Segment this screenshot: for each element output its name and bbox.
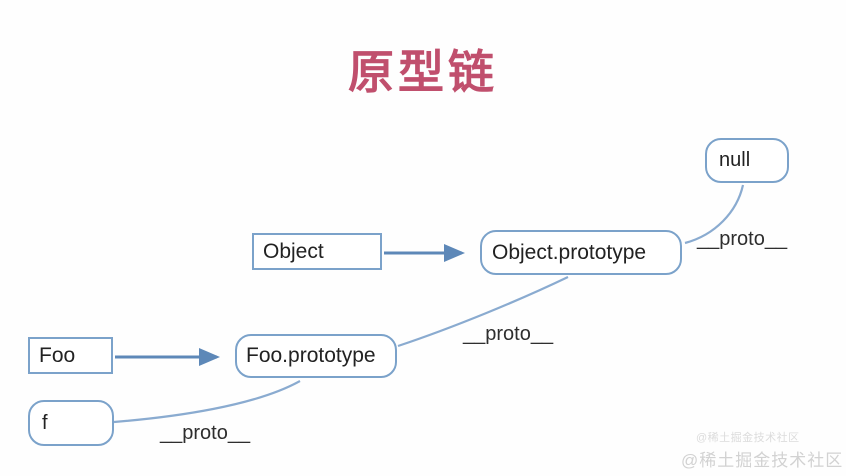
edge-f-to-foo-prototype [113, 380, 301, 424]
page-title: 原型链 [348, 46, 498, 98]
node-foo-prototype: Foo.prototype [235, 334, 397, 378]
node-object: Object [252, 233, 382, 270]
node-null: null [705, 138, 789, 183]
proto-label-null: __proto__ [697, 228, 788, 250]
edge-foo-prototype-to-object-prototype [397, 276, 569, 348]
proto-label-object-prototype: __proto__ [463, 323, 554, 345]
node-object-prototype: Object.prototype [480, 230, 682, 275]
proto-label-foo-prototype: __proto__ [160, 422, 251, 444]
edge-object-prototype-to-null [684, 184, 745, 245]
watermark-small: @稀土掘金技术社区 [696, 432, 800, 444]
node-foo: Foo [28, 337, 113, 374]
node-f: f [28, 400, 114, 446]
watermark-large: @稀土掘金技术社区 [681, 451, 844, 470]
